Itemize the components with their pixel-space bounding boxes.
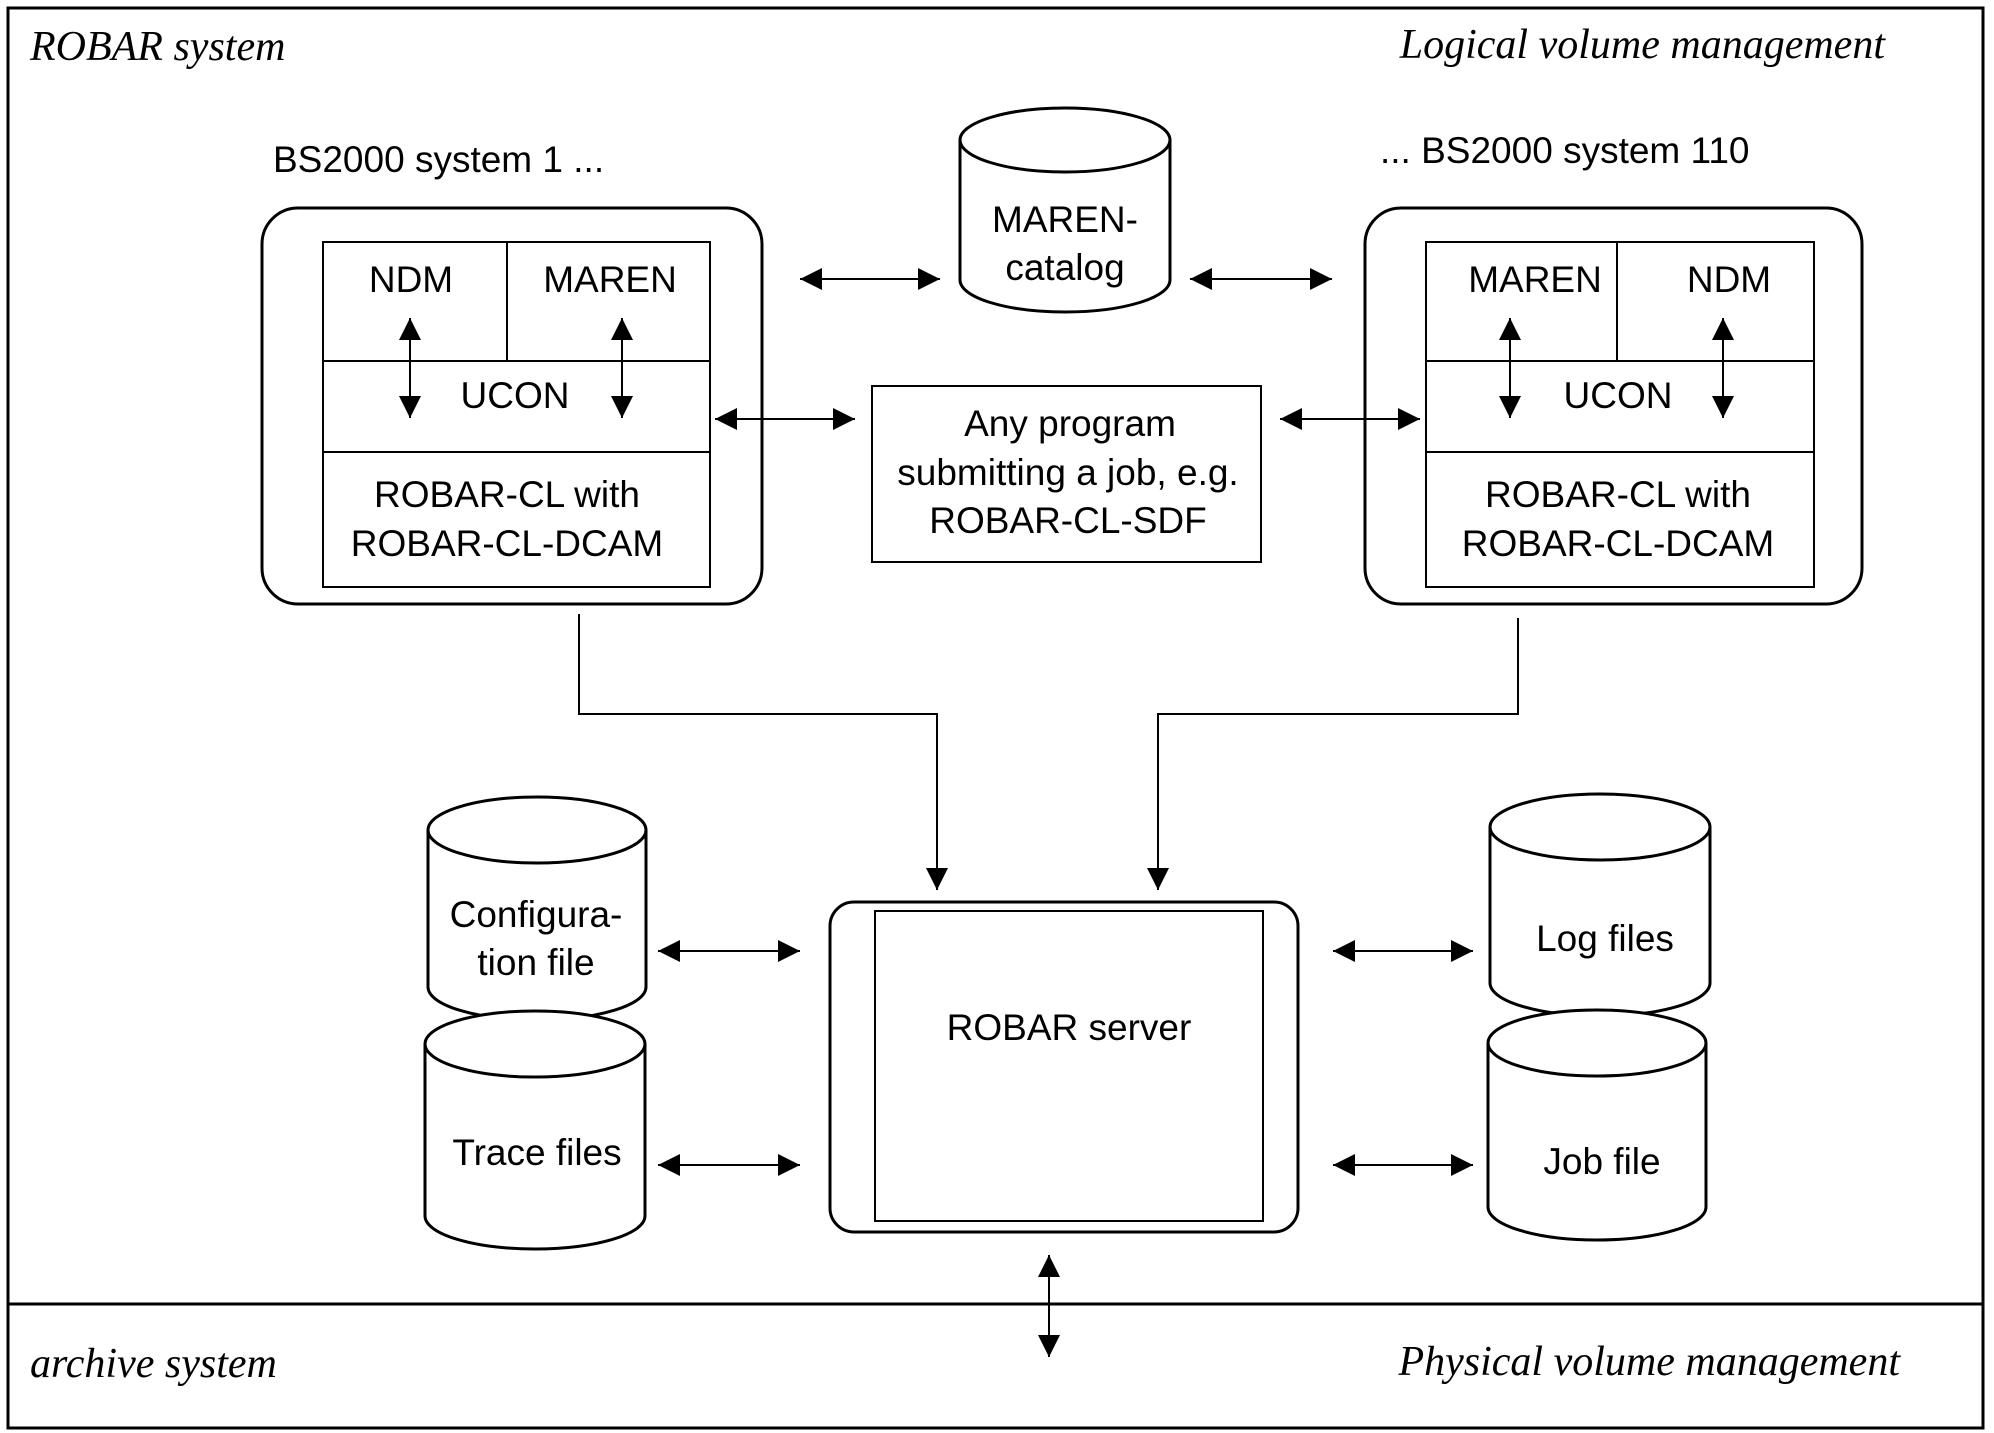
system-right-inner xyxy=(1425,241,1815,588)
log-files-cylinder: Log files xyxy=(1488,792,1712,1018)
system-left-robar-cl-line1: ROBAR-CL with xyxy=(374,474,640,515)
system-right-ucon: UCON xyxy=(1564,375,1673,416)
bs2000-system-left: BS2000 system 1 ... NDM MAREN UCON ROBAR… xyxy=(260,139,764,606)
system-left-ndm: NDM xyxy=(369,259,453,300)
system-left-to-server-line xyxy=(578,614,948,890)
physical-volume-management-label: Physical volume management xyxy=(1397,1339,1901,1385)
logical-volume-management-label: Logical volume management xyxy=(1399,22,1887,68)
system-right-robar-cl-line1: ROBAR-CL with xyxy=(1485,474,1751,515)
job-file-label: Job file xyxy=(1543,1141,1660,1182)
log-files-label: Log files xyxy=(1536,918,1674,959)
archive-system-label: archive system xyxy=(30,1341,277,1387)
job-program-line2: submitting a job, e.g. xyxy=(897,452,1238,493)
system-left-frame xyxy=(260,206,764,606)
bs2000-system-right: ... BS2000 system 110 MAREN NDM UCON ROB… xyxy=(1363,130,1864,606)
system-right-frame xyxy=(1363,206,1864,606)
system-left-title: BS2000 system 1 ... xyxy=(273,139,604,180)
maren-catalog-line2: catalog xyxy=(1005,247,1124,288)
job-file-cylinder: Job file xyxy=(1486,1008,1708,1242)
robar-server-label: ROBAR server xyxy=(947,1007,1192,1048)
system-right-to-server-line xyxy=(1147,618,1519,890)
system-left-ucon: UCON xyxy=(461,375,570,416)
maren-catalog-line1: MAREN- xyxy=(992,199,1138,240)
outer-frame xyxy=(6,6,1985,1430)
configuration-file-cylinder: Configura- tion file xyxy=(426,795,648,1022)
job-program-line3: ROBAR-CL-SDF xyxy=(929,500,1207,541)
configuration-file-line2: tion file xyxy=(477,942,594,983)
robar-system-label: ROBAR system xyxy=(29,24,285,70)
job-program-box: Any program submitting a job, e.g. ROBAR… xyxy=(871,385,1262,563)
system-left-maren: MAREN xyxy=(543,259,677,300)
job-program-line1: Any program xyxy=(964,403,1176,444)
system-left-inner xyxy=(322,241,711,588)
system-right-robar-cl-line2: ROBAR-CL-DCAM xyxy=(1462,523,1774,564)
robar-server: ROBAR server xyxy=(828,900,1300,1234)
trace-files-cylinder: Trace files xyxy=(423,1009,647,1251)
system-right-maren: MAREN xyxy=(1468,259,1602,300)
system-right-title: ... BS2000 system 110 xyxy=(1380,130,1750,171)
maren-catalog-cylinder: MAREN- catalog xyxy=(958,106,1172,314)
system-left-robar-cl-line2: ROBAR-CL-DCAM xyxy=(351,523,663,564)
configuration-file-line1: Configura- xyxy=(450,894,623,935)
system-right-ndm: NDM xyxy=(1687,259,1771,300)
trace-files-label: Trace files xyxy=(452,1132,621,1173)
